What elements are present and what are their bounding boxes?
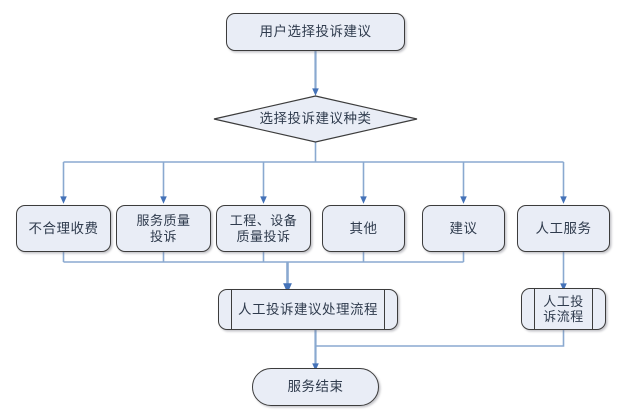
node-option-engineering-equipment[interactable]: 工程、设备 质量投诉 (216, 205, 311, 252)
node-option-2-label: 服务质量 投诉 (136, 213, 191, 244)
node-start-label: 用户选择投诉建议 (259, 24, 372, 40)
node-option-4-label: 其他 (349, 220, 378, 236)
node-manual-complaint-process[interactable]: 人工投 诉流程 (521, 288, 606, 330)
node-option-suggestion[interactable]: 建议 (422, 205, 505, 252)
node-manual-label: 人工投 诉流程 (543, 293, 584, 324)
predef-bar-right (592, 289, 593, 329)
node-option-manual-service[interactable]: 人工服务 (517, 205, 610, 252)
node-option-3-label: 工程、设备 质量投诉 (229, 213, 298, 244)
edge-manual-to-end (315, 330, 565, 347)
node-option-other[interactable]: 其他 (322, 205, 405, 252)
node-option-6-label: 人工服务 (535, 220, 592, 236)
node-process-label: 人工投诉建议处理流程 (238, 301, 378, 317)
node-option-1-label: 不合理收费 (28, 220, 99, 236)
node-end[interactable]: 服务结束 (252, 368, 379, 406)
node-option-unreasonable-charge[interactable]: 不合理收费 (16, 205, 111, 252)
node-complaint-handling-process[interactable]: 人工投诉建议处理流程 (218, 289, 398, 330)
predef-bar-left (534, 289, 535, 329)
node-decision[interactable]: 选择投诉建议种类 (213, 95, 418, 143)
node-decision-label: 选择投诉建议种类 (259, 111, 372, 127)
node-end-label: 服务结束 (287, 379, 344, 395)
node-option-5-label: 建议 (449, 220, 478, 236)
predef-bar-left (231, 290, 232, 329)
predef-bar-right (384, 290, 385, 329)
node-start[interactable]: 用户选择投诉建议 (226, 13, 405, 51)
node-option-service-quality[interactable]: 服务质量 投诉 (116, 205, 211, 252)
